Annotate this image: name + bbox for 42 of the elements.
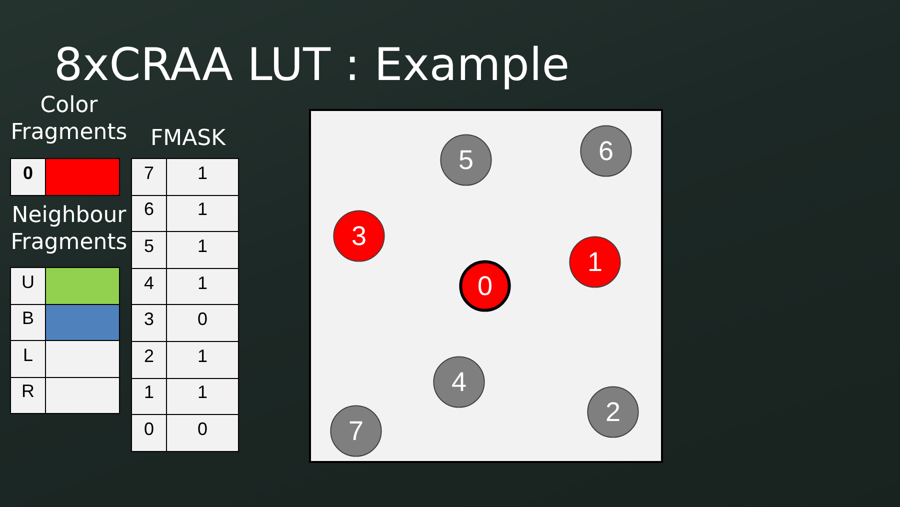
sample-circle [580,125,632,177]
sample-circle [459,260,511,312]
table-cell: 5 [131,231,167,269]
sample-number: 5 [458,146,474,174]
table-cell: R [10,376,46,414]
table-cell: B [10,304,46,341]
table-heading: Neighbour Fragments [10,202,128,256]
table-cell: 2 [131,341,167,379]
table-cell: U [10,267,46,304]
sample-circle [569,236,621,288]
sample-number: 6 [598,137,614,165]
table-cell: 0 [131,414,167,452]
table-cell: 1 [166,231,239,269]
table-cell: 0 [166,304,239,342]
table-heading: FMASK [149,125,227,152]
table-cell: 1 [166,341,239,379]
sample-panel [309,109,663,463]
sample-circle [587,386,639,438]
table-cell: 6 [131,194,167,232]
table-cell: 3 [131,304,167,342]
sample-circle [330,405,382,457]
sample-circle [333,210,385,262]
table-cell: 0 [166,414,239,452]
sample-circle [433,356,485,408]
table-cell: L [10,340,46,378]
slide-title: 8xCRAA LUT : Example [54,40,570,90]
table-cell: 1 [166,194,239,232]
table-cell: 7 [131,158,167,196]
table-heading: Color Fragments [10,92,128,146]
sample-number: 7 [348,417,364,445]
sample-number: 3 [351,222,367,250]
table-cell: 4 [131,268,167,306]
sample-number: 1 [587,248,603,276]
sample-number: 4 [451,368,467,396]
sample-number: 2 [605,398,621,426]
table-cell: 1 [166,158,239,196]
table-cell: 0 [10,158,46,196]
sample-circle [440,134,492,186]
table-cell: 1 [166,268,239,306]
sample-number: 0 [477,272,493,300]
table-cell: 1 [166,378,239,416]
table-cell: 1 [131,378,167,416]
